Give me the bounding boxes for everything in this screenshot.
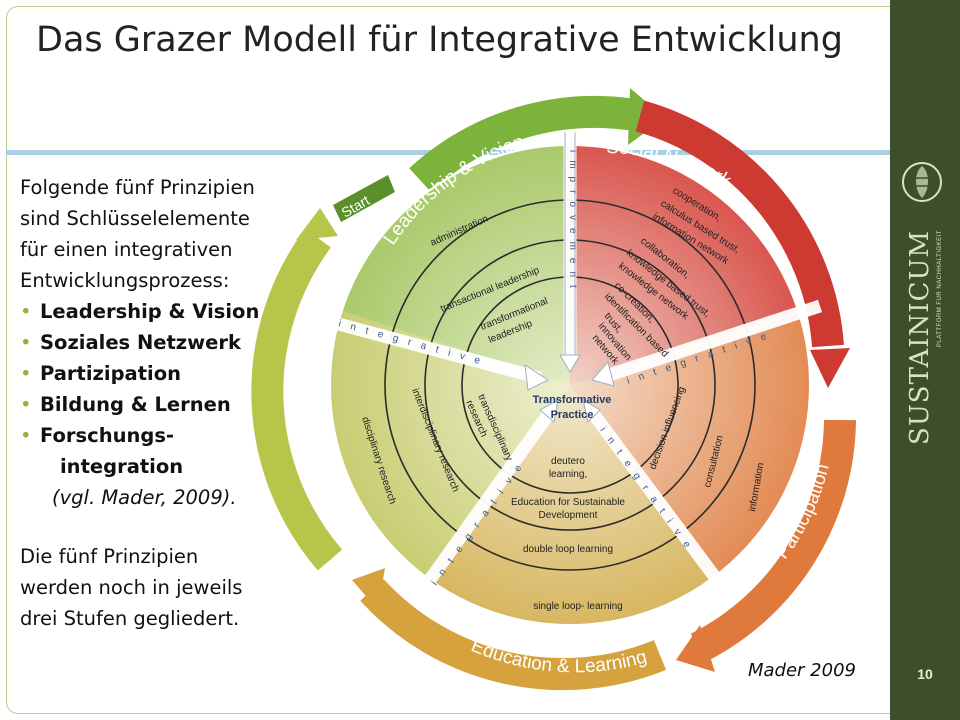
intro-line: Folgende fünf Prinzipien — [20, 176, 255, 199]
logo-subtitle: PLATTFORM FÜR NACHHALTIGKEIT — [937, 230, 943, 348]
level-label: learning, — [549, 469, 587, 480]
level-label: double loop learning — [523, 544, 613, 555]
principle-item: Partizipation — [20, 358, 290, 389]
principles-list: Leadership & Vision Soziales Netzwerk Pa… — [20, 296, 290, 451]
intro-line: sind Schlüsselelemente — [20, 207, 250, 230]
citation: (vgl. Mader, 2009). — [52, 486, 237, 509]
principle-item-continued: integration — [60, 455, 184, 478]
slide-frame — [6, 6, 890, 714]
intro-line: Entwicklungsprozess: — [20, 269, 230, 292]
principle-item: Forschungs- — [20, 420, 290, 451]
closing-line: drei Stufen gegliedert. — [20, 607, 240, 630]
closing-line: Die fünf Prinzipien — [20, 545, 199, 568]
center-label: Transformative — [533, 394, 612, 406]
level-label: single loop- learning — [533, 601, 623, 612]
level-label: Development — [539, 510, 598, 521]
right-sidebar — [890, 0, 960, 720]
intro-text: Folgende fünf Prinzipien sind Schlüssele… — [20, 172, 290, 634]
level-label: Education for Sustainable — [511, 497, 625, 508]
principle-item: Leadership & Vision — [20, 296, 290, 327]
page-title: Das Grazer Modell für Integrative Entwic… — [36, 20, 843, 60]
intro-line: für einen integrativen — [20, 238, 233, 261]
center-label: Practice — [551, 409, 594, 421]
principle-item: Soziales Netzwerk — [20, 327, 290, 358]
spoke-label-improvement: improvement — [567, 150, 578, 296]
page-number: 10 — [917, 666, 933, 682]
closing-line: werden noch in jeweils — [20, 576, 243, 599]
graz-model-diagram: improvement integrative integrative inte… — [251, 88, 856, 691]
level-label: deutero — [551, 456, 585, 467]
source-credit: Mader 2009 — [748, 660, 856, 681]
globe-tree-icon — [902, 162, 942, 202]
principle-item: Bildung & Lernen — [20, 389, 290, 420]
logo-wordmark: SUSTAINICUM — [905, 230, 935, 445]
